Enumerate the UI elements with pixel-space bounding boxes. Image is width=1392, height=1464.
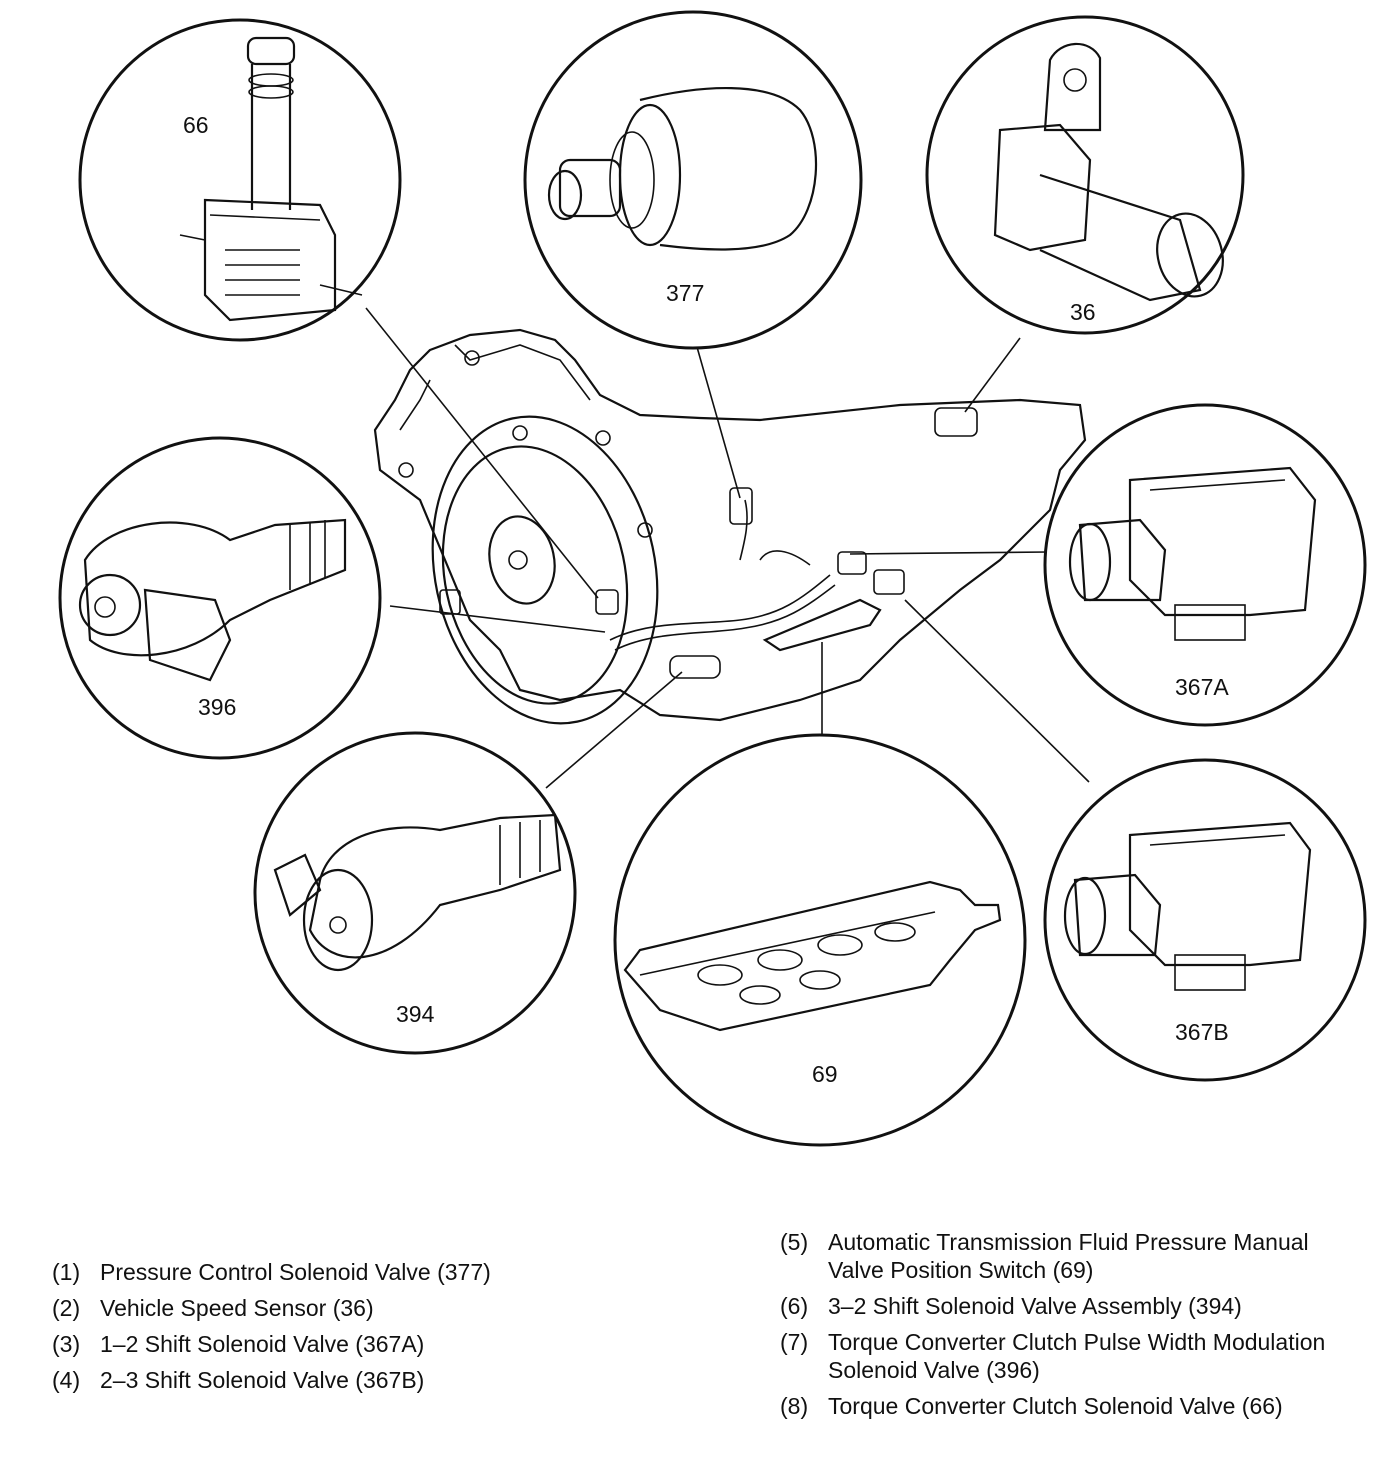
label-396: 396 — [198, 694, 236, 720]
detail-circle-377: 377 — [523, 10, 863, 350]
label-367a: 367A — [1175, 674, 1229, 700]
legend-item-2: (2)Vehicle Speed Sensor (36) — [52, 1295, 374, 1321]
legend-item-1: (1)Pressure Control Solenoid Valve (377) — [52, 1259, 491, 1285]
legend-item-7: (7)Torque Converter Clutch Pulse Width M… — [780, 1329, 1326, 1383]
label-367b: 367B — [1175, 1019, 1229, 1045]
detail-circle-396: 396 — [58, 436, 382, 760]
label-69: 69 — [812, 1061, 838, 1087]
label-66: 66 — [183, 112, 209, 138]
detail-circle-367b: 367B — [1043, 758, 1367, 1082]
detail-circle-66: 66 — [78, 18, 402, 342]
legend-left: (1)Pressure Control Solenoid Valve (377)… — [52, 1258, 612, 1402]
detail-circle-367a: 367A — [1043, 403, 1367, 727]
legend-item-8: (8)Torque Converter Clutch Solenoid Valv… — [780, 1393, 1283, 1419]
legend-item-5: (5)Automatic Transmission Fluid Pressure… — [780, 1229, 1309, 1283]
leader-lines — [365, 307, 1090, 789]
label-394: 394 — [396, 1001, 435, 1027]
legend-right: (5)Automatic Transmission Fluid Pressure… — [780, 1228, 1340, 1428]
label-36: 36 — [1070, 299, 1096, 325]
label-377: 377 — [666, 280, 704, 306]
detail-circle-394: 394 — [253, 731, 577, 1055]
legend-item-4: (4)2–3 Shift Solenoid Valve (367B) — [52, 1367, 425, 1393]
detail-circle-69: 69 — [613, 733, 1027, 1147]
legend-item-6: (6)3–2 Shift Solenoid Valve Assembly (39… — [780, 1293, 1242, 1319]
legend-item-3: (3)1–2 Shift Solenoid Valve (367A) — [52, 1331, 425, 1357]
detail-circle-36: 36 — [925, 15, 1245, 335]
transmission-assembly — [373, 328, 1087, 725]
